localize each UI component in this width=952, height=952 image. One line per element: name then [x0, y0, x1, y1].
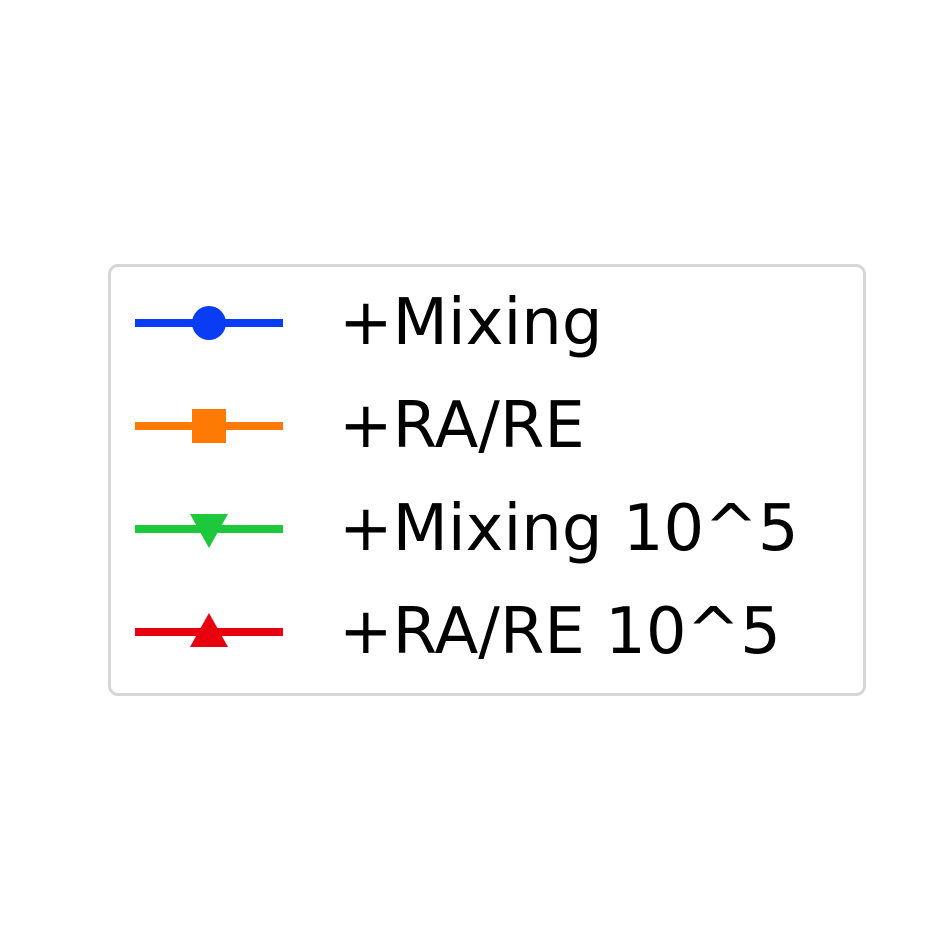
legend-entry: +Mixing 10^5	[111, 491, 863, 591]
legend-label: +RA/RE	[339, 389, 585, 463]
legend-label: +Mixing	[339, 286, 603, 360]
legend-label: +Mixing 10^5	[339, 492, 799, 566]
legend-label: +RA/RE 10^5	[339, 595, 781, 669]
legend-entry: +RA/RE	[111, 388, 863, 488]
legend-handle	[135, 409, 283, 443]
legend-marker-triangle-down	[190, 514, 228, 548]
legend-handle	[135, 514, 283, 548]
legend-handle	[135, 613, 283, 647]
legend-entry: +Mixing	[111, 285, 863, 385]
legend-entry: +RA/RE 10^5	[111, 594, 863, 694]
legend-marker-square	[192, 409, 226, 443]
legend: +Mixing +RA/RE +Mixing 10^5 +RA/RE 10^5	[108, 264, 866, 696]
legend-handle	[135, 306, 283, 340]
legend-marker-circle	[192, 306, 226, 340]
legend-marker-triangle-up	[190, 613, 228, 647]
